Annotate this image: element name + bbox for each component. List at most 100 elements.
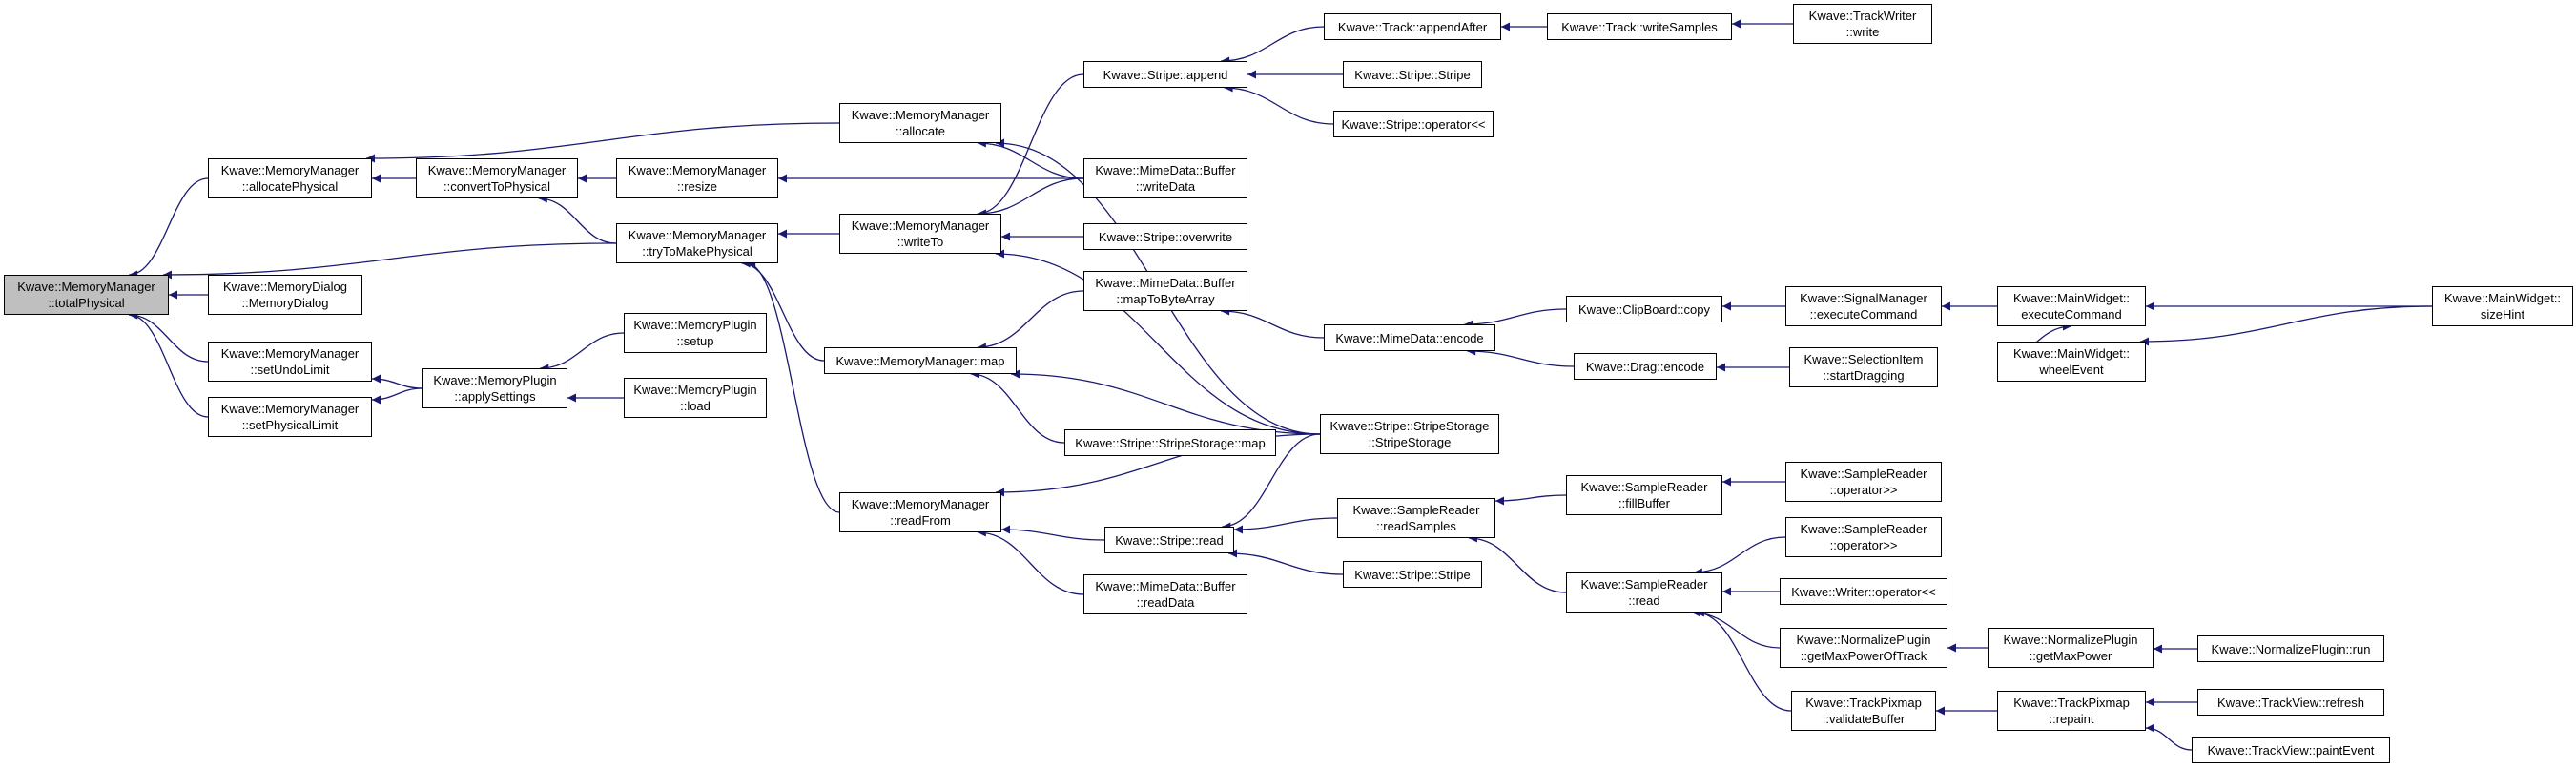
node-label: Kwave::TrackPixmap bbox=[2013, 696, 2130, 710]
graph-node[interactable]: Kwave::MainWidget::executeCommand bbox=[1997, 286, 2146, 326]
graph-node[interactable]: Kwave::Track::writeSamples bbox=[1547, 13, 1732, 40]
graph-node[interactable]: Kwave::TrackView::paintEvent bbox=[2192, 737, 2390, 763]
graph-node[interactable]: Kwave::Track::appendAfter bbox=[1324, 13, 1501, 40]
node-label: Kwave::MimeData::Buffer bbox=[1095, 163, 1236, 177]
node-label: ::setPhysicalLimit bbox=[241, 418, 339, 432]
node-label: ::readFrom bbox=[890, 513, 951, 528]
node-label: ::applySettings bbox=[454, 389, 536, 404]
graph-node[interactable]: Kwave::Stripe::append bbox=[1083, 61, 1247, 88]
graph-node[interactable]: Kwave::MimeData::Buffer::readData bbox=[1083, 574, 1247, 614]
call-edge bbox=[747, 259, 840, 513]
graph-node[interactable]: Kwave::SampleReader::read bbox=[1566, 572, 1722, 613]
call-edge bbox=[129, 310, 209, 363]
node-label: Kwave::MemoryManager bbox=[628, 163, 767, 177]
node-label: Kwave::SignalManager bbox=[1800, 291, 1927, 305]
graph-node[interactable]: Kwave::Stripe::Stripe bbox=[1343, 561, 1482, 588]
graph-node[interactable]: Kwave::MemoryManager::writeTo bbox=[839, 214, 1001, 254]
node-label: Kwave::Stripe::operator<< bbox=[1341, 116, 1486, 132]
graph-node[interactable]: Kwave::NormalizePlugin::getMaxPower bbox=[1988, 628, 2154, 668]
graph-node[interactable]: Kwave::MemoryManager::setUndoLimit bbox=[208, 342, 372, 382]
node-label: Kwave::MemoryManager bbox=[220, 346, 360, 361]
node-label: ::startDragging bbox=[1823, 368, 1905, 383]
node-label: Kwave::TrackView::refresh bbox=[2217, 695, 2364, 710]
node-label: Kwave::TrackWriter bbox=[1808, 9, 1917, 23]
call-edge bbox=[970, 369, 1065, 444]
node-label: ::readData bbox=[1136, 595, 1195, 610]
node-label: Kwave::MemoryManager bbox=[427, 163, 567, 177]
graph-node[interactable]: Kwave::Stripe::Stripe bbox=[1343, 61, 1482, 88]
graph-node[interactable]: Kwave::MainWidget::sizeHint bbox=[2432, 286, 2573, 326]
graph-node[interactable]: Kwave::SampleReader::operator>> bbox=[1785, 517, 1942, 557]
graph-node[interactable]: Kwave::Stripe::overwrite bbox=[1083, 223, 1247, 250]
call-edge bbox=[1695, 608, 1792, 712]
call-edge bbox=[371, 374, 423, 389]
node-label: Kwave::MemoryPlugin bbox=[433, 373, 557, 387]
graph-node[interactable]: Kwave::Stripe::StripeStorage::map bbox=[1064, 429, 1276, 456]
node-label: Kwave::MemoryManager::map bbox=[835, 353, 1005, 368]
node-label: ::operator>> bbox=[1829, 538, 1898, 552]
node-label: Kwave::MemoryManager bbox=[220, 163, 360, 177]
graph-node[interactable]: Kwave::TrackWriter::write bbox=[1793, 4, 1932, 44]
graph-node[interactable]: Kwave::MemoryManager::convertToPhysical bbox=[416, 158, 578, 198]
graph-node[interactable]: Kwave::Stripe::read bbox=[1104, 527, 1234, 553]
node-label: Kwave::MimeData::Buffer bbox=[1095, 276, 1236, 290]
node-label: Kwave::MemoryManager bbox=[851, 218, 990, 233]
graph-node[interactable]: Kwave::MemoryManager::map bbox=[824, 347, 1017, 374]
graph-node[interactable]: Kwave::MemoryManager::allocatePhysical bbox=[208, 158, 372, 198]
graph-node[interactable]: Kwave::MemoryManager::resize bbox=[616, 158, 778, 198]
call-edge bbox=[1693, 536, 1786, 577]
call-edge bbox=[1467, 346, 1575, 367]
node-label: ::mapToByteArray bbox=[1116, 292, 1215, 306]
graph-node[interactable]: Kwave::MemoryPlugin::applySettings bbox=[422, 368, 567, 408]
graph-node[interactable]: Kwave::MemoryManager::readFrom bbox=[839, 492, 1001, 532]
graph-node[interactable]: Kwave::Drag::encode bbox=[1574, 353, 1717, 380]
graph-node[interactable]: Kwave::MemoryManager::totalPhysical bbox=[4, 275, 169, 315]
call-edge bbox=[1000, 525, 1105, 541]
graph-node[interactable]: Kwave::NormalizePlugin::run bbox=[2197, 635, 2384, 662]
graph-node[interactable]: Kwave::TrackPixmap::repaint bbox=[1997, 691, 2146, 731]
graph-node[interactable]: Kwave::SelectionItem::startDragging bbox=[1789, 347, 1938, 387]
node-label: Kwave::Stripe::StripeStorage bbox=[1329, 419, 1490, 433]
call-edge bbox=[365, 122, 840, 163]
graph-node[interactable]: Kwave::SampleReader::operator>> bbox=[1785, 462, 1942, 502]
graph-node[interactable]: Kwave::TrackPixmap::validateBuffer bbox=[1791, 691, 1936, 731]
graph-node[interactable]: Kwave::Stripe::StripeStorage::StripeStor… bbox=[1320, 414, 1499, 454]
graph-node[interactable]: Kwave::SampleReader::readSamples bbox=[1337, 498, 1495, 538]
call-edge bbox=[371, 387, 423, 405]
node-label: ::setup bbox=[676, 334, 714, 348]
node-label: Kwave::MemoryPlugin bbox=[633, 318, 757, 332]
node-label: ::totalPhysical bbox=[48, 296, 125, 310]
node-label: ::writeTo bbox=[896, 235, 944, 249]
node-label: ::convertToPhysical bbox=[443, 179, 550, 194]
graph-node[interactable]: Kwave::MimeData::Buffer::mapToByteArray bbox=[1083, 271, 1247, 311]
graph-node[interactable]: Kwave::TrackView::refresh bbox=[2197, 689, 2384, 716]
graph-node[interactable]: Kwave::SampleReader::fillBuffer bbox=[1566, 475, 1722, 515]
call-edge bbox=[1222, 433, 1321, 531]
graph-node[interactable]: Kwave::MemoryManager::allocate bbox=[839, 103, 1001, 143]
node-label: Kwave::ClipBoard::copy bbox=[1577, 301, 1710, 317]
graph-node[interactable]: Kwave::SignalManager::executeCommand bbox=[1785, 286, 1942, 326]
node-label: ::writeData bbox=[1135, 179, 1196, 194]
call-edge bbox=[977, 528, 1084, 595]
graph-node[interactable]: Kwave::MemoryDialog::MemoryDialog bbox=[208, 275, 362, 315]
node-label: Kwave::Stripe::Stripe bbox=[1354, 67, 1471, 82]
graph-node[interactable]: Kwave::MimeData::Buffer::writeData bbox=[1083, 158, 1247, 198]
graph-node[interactable]: Kwave::NormalizePlugin::getMaxPowerOfTra… bbox=[1780, 628, 1947, 668]
node-label: ::getMaxPower bbox=[2029, 649, 2112, 663]
node-label: Kwave::Stripe::read bbox=[1115, 532, 1224, 548]
graph-node[interactable]: Kwave::MainWidget::wheelEvent bbox=[1997, 342, 2146, 382]
graph-node[interactable]: Kwave::MemoryManager::setPhysicalLimit bbox=[208, 397, 372, 437]
graph-node[interactable]: Kwave::MimeData::encode bbox=[1324, 324, 1495, 351]
call-edge bbox=[977, 138, 1084, 179]
graph-node[interactable]: Kwave::MemoryPlugin::load bbox=[624, 378, 767, 418]
graph-node[interactable]: Kwave::ClipBoard::copy bbox=[1566, 296, 1722, 322]
graph-node[interactable]: Kwave::MemoryPlugin::setup bbox=[624, 313, 767, 353]
node-label: wheelEvent bbox=[2039, 363, 2104, 377]
graph-node[interactable]: Kwave::Writer::operator<< bbox=[1780, 578, 1947, 605]
call-edge bbox=[162, 242, 617, 280]
node-label: Kwave::MainWidget:: bbox=[2012, 346, 2131, 361]
graph-node[interactable]: Kwave::MemoryManager::tryToMakePhysical bbox=[616, 223, 778, 263]
graph-node[interactable]: Kwave::Stripe::operator<< bbox=[1333, 111, 1494, 137]
